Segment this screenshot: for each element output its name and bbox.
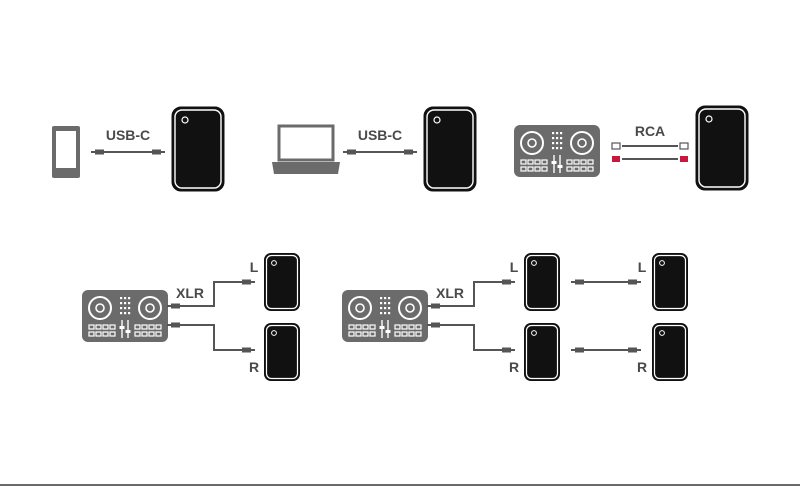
speaker-icon — [263, 322, 301, 382]
laptop-to-speaker-panel: USB-C — [272, 106, 477, 192]
xlr-label: XLR — [176, 285, 204, 301]
usb-c-label: USB-C — [106, 127, 150, 143]
phone-to-speaker-panel: USB-C — [52, 106, 225, 192]
dj-controller-icon — [513, 124, 601, 178]
right-channel-label: R — [637, 359, 647, 375]
rca-label: RCA — [635, 123, 665, 139]
rca-cable-icon — [611, 142, 689, 162]
dj-to-stereo-xlr-panel: XLR L R — [81, 252, 301, 382]
speaker-icon — [523, 252, 561, 312]
speaker-icon — [523, 322, 561, 382]
right-channel-label: R — [249, 359, 259, 375]
speaker-icon — [423, 106, 477, 192]
left-channel-label: L — [510, 259, 519, 275]
left-channel-label: L — [638, 259, 647, 275]
speaker-icon — [651, 252, 689, 312]
right-channel-label: R — [509, 359, 519, 375]
left-channel-label: L — [250, 259, 259, 275]
xlr-cable-icon — [440, 281, 514, 351]
speaker-icon — [171, 106, 225, 192]
dj-controller-icon — [81, 289, 169, 343]
speaker-icon — [263, 252, 301, 312]
xlr-link-cable-icon — [584, 281, 628, 351]
dj-to-chained-stereo-xlr-panel: XLR L R L R — [341, 252, 689, 382]
speaker-icon — [651, 322, 689, 382]
usb-c-cable-icon — [343, 149, 417, 155]
usb-c-label: USB-C — [358, 127, 402, 143]
speaker-icon — [695, 105, 749, 191]
bottom-divider — [0, 484, 800, 486]
xlr-cable-icon — [180, 281, 254, 351]
dj-controller-icon — [341, 289, 429, 343]
laptop-icon — [272, 124, 340, 174]
usb-c-cable-icon — [91, 149, 165, 155]
smartphone-icon — [52, 126, 80, 178]
dj-to-speaker-rca-panel: RCA — [513, 105, 749, 191]
xlr-label: XLR — [436, 285, 464, 301]
